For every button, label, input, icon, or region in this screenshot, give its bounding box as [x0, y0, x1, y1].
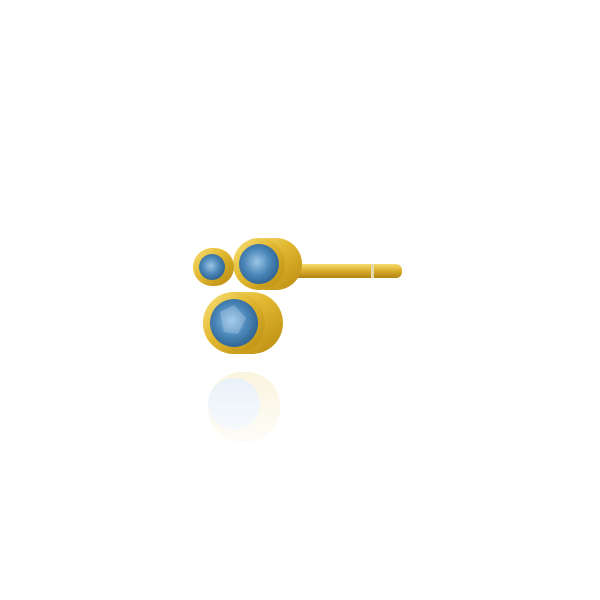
earring-post: [290, 264, 402, 278]
stone-bottom: [203, 292, 283, 354]
stone-top-right: [233, 238, 302, 290]
reflection: [190, 370, 300, 460]
stone-small-left: [193, 248, 234, 286]
